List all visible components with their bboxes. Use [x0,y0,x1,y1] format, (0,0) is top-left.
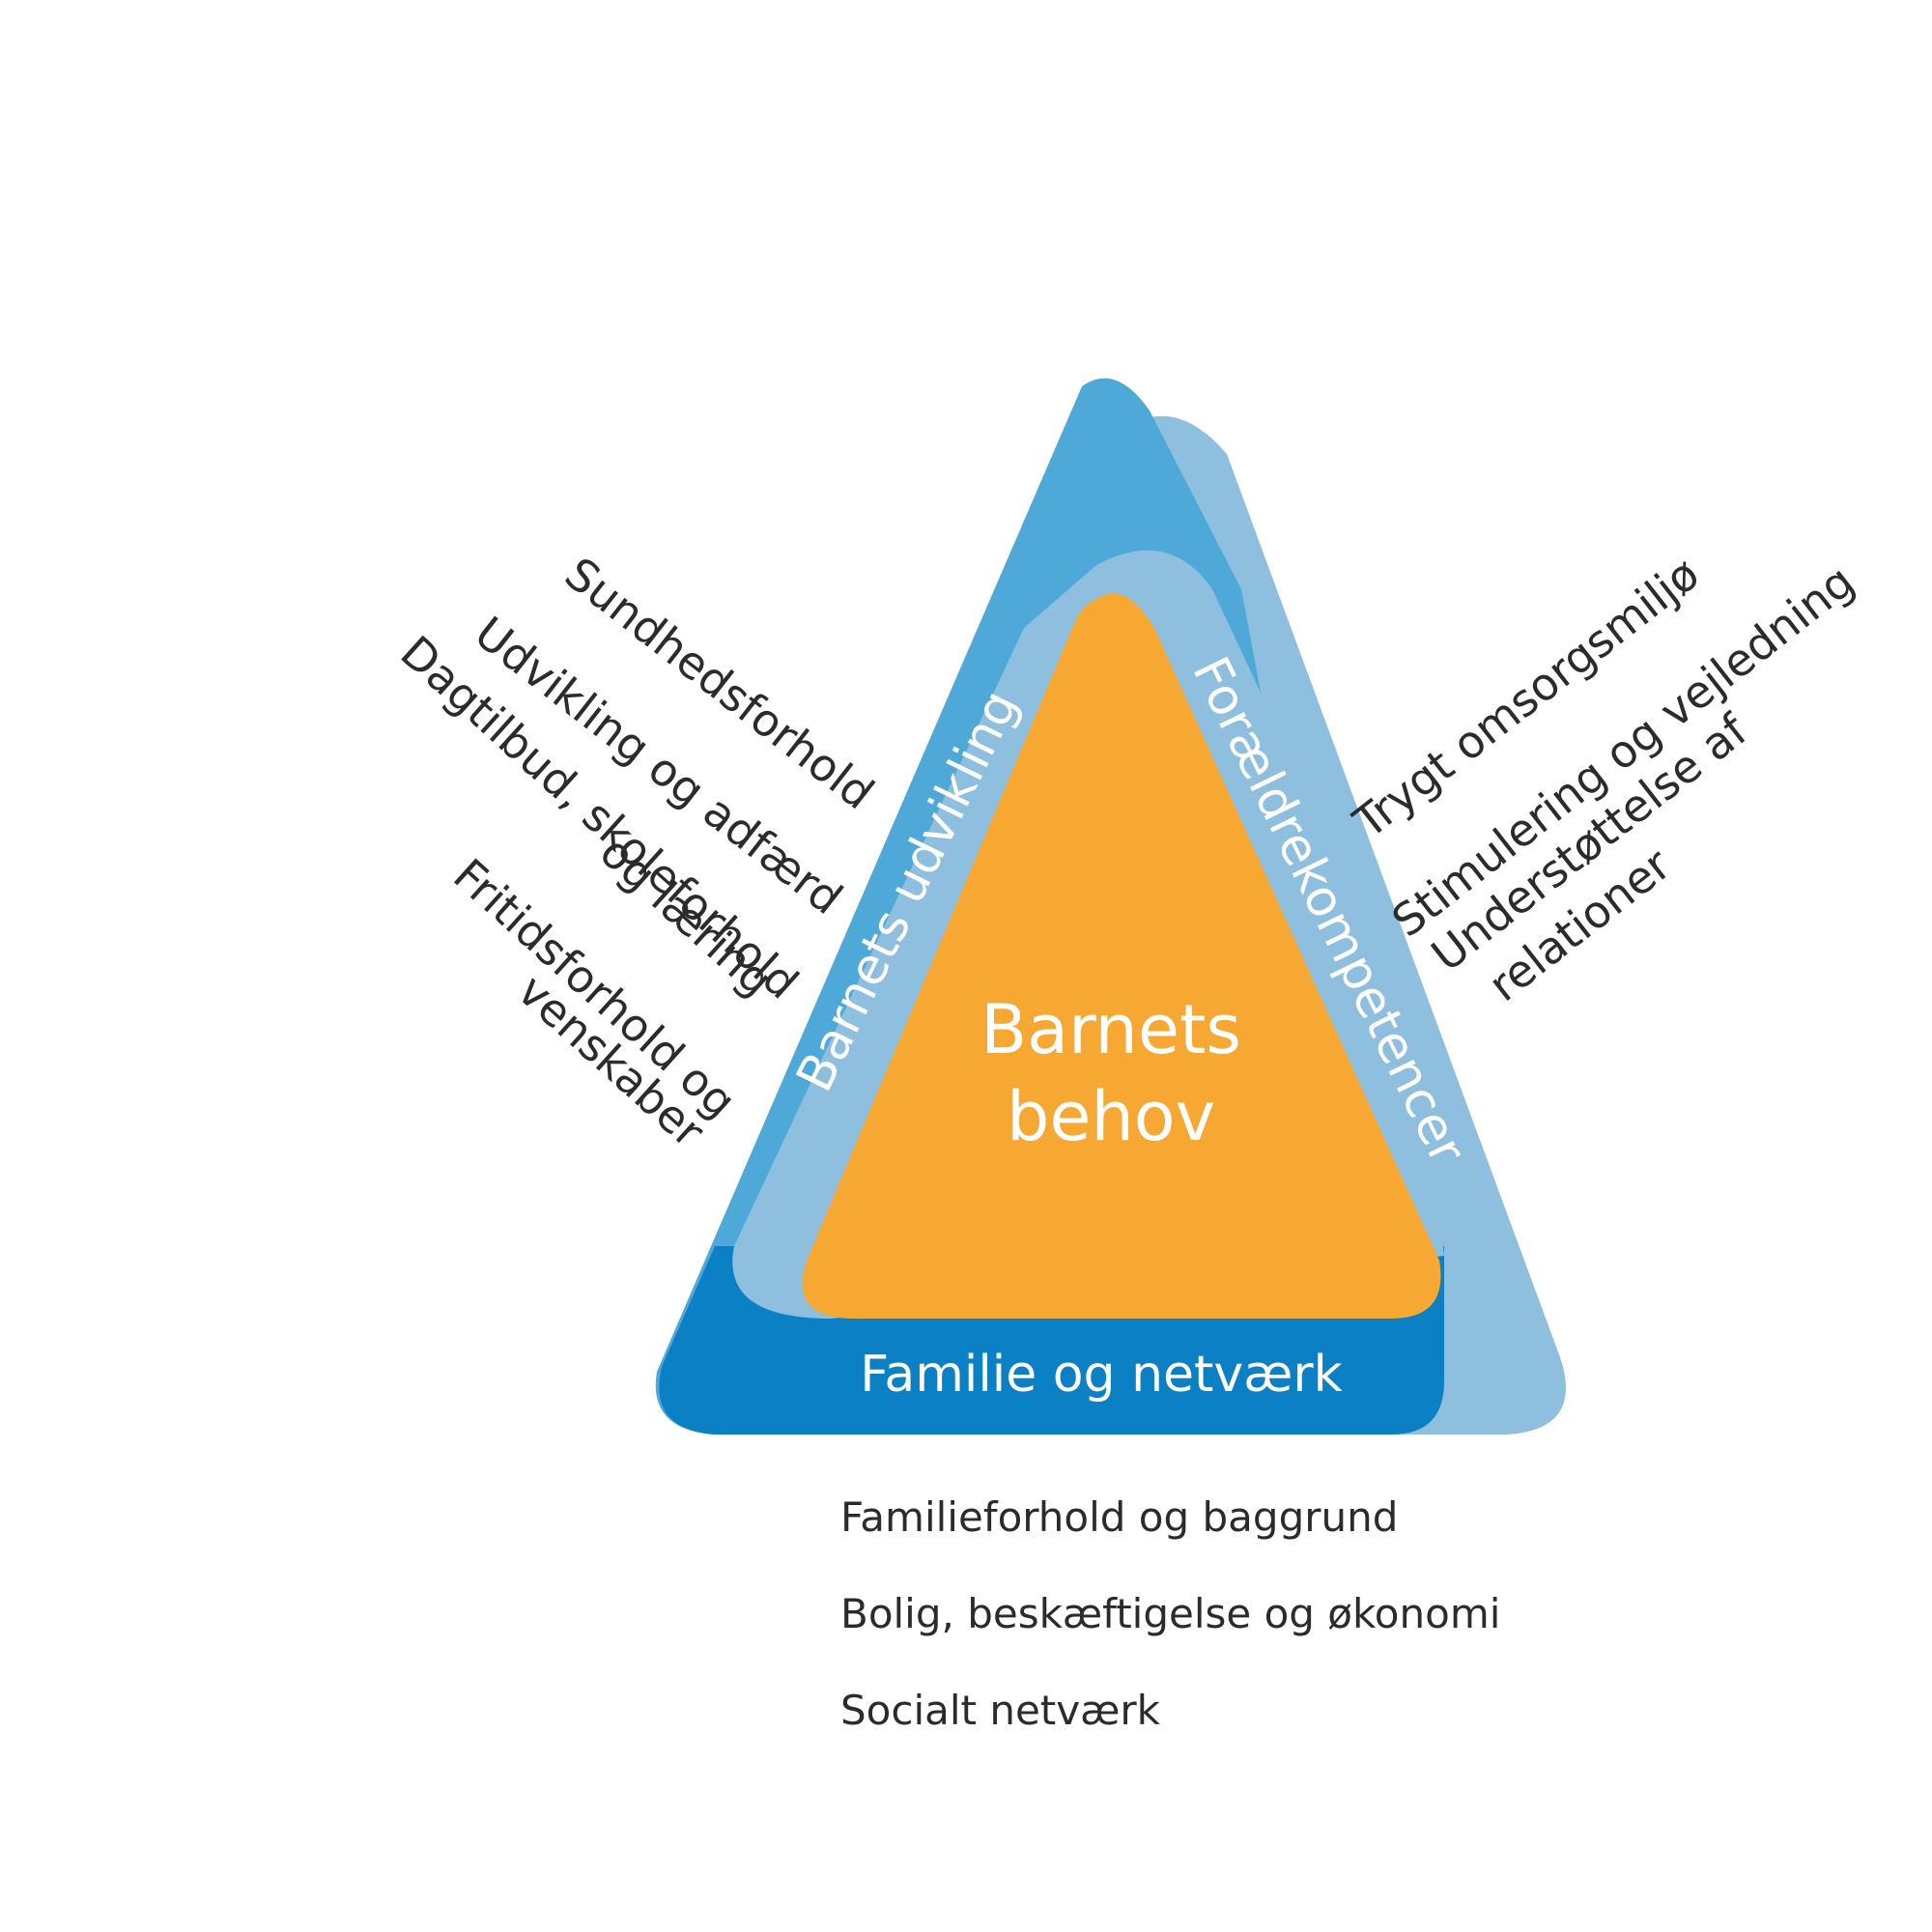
center-label-line2: behov [1007,1077,1215,1156]
child-needs-triangle [802,593,1441,1319]
bottom-item-1: Familieforhold og baggrund [840,1493,1398,1541]
right-items: Trygt omsorgsmiljø Stimulering og vejled… [1344,548,1864,1012]
bottom-items: Familieforhold og baggrund Bolig, beskæf… [840,1493,1500,1734]
bottom-item-3: Socialt netværk [840,1687,1161,1734]
center-label-line1: Barnets [980,990,1241,1069]
band-label-bottom: Familie og netværk [860,1346,1343,1404]
bottom-item-2: Bolig, beskæftigelse og økonomi [840,1590,1500,1637]
